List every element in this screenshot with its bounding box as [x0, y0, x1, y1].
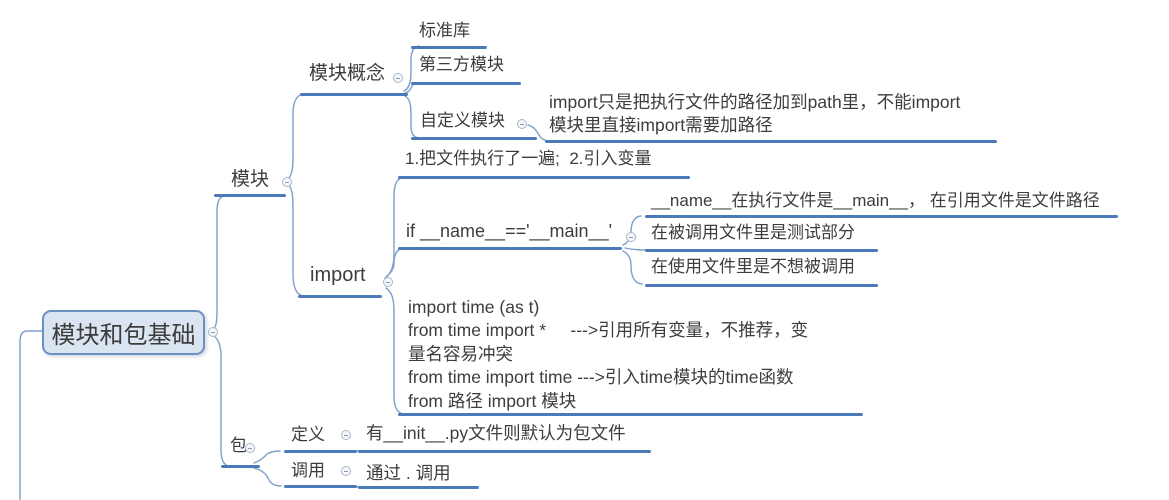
topic-module-concept[interactable]: 模块概念 — [309, 63, 386, 84]
collapse-icon[interactable] — [626, 232, 636, 242]
collapse-icon[interactable] — [208, 327, 218, 337]
collapse-icon[interactable] — [282, 177, 292, 187]
note-import-effect-underline — [398, 176, 690, 179]
topic-root-label: 模块和包基础 — [51, 322, 196, 349]
note-import-usage-underline — [398, 413, 863, 416]
note-called-file[interactable]: 在被调用文件里是测试部分 — [651, 223, 855, 242]
topic-third-party-module[interactable]: 第三方模块 — [419, 55, 504, 74]
topic-module-concept-underline — [300, 93, 408, 96]
collapse-icon[interactable] — [383, 277, 393, 287]
topic-import-underline — [298, 295, 382, 298]
collapse-icon[interactable] — [341, 466, 351, 476]
topic-custom-module[interactable]: 自定义模块 — [420, 111, 505, 130]
note-import-usage[interactable]: import time (as t) from time import * --… — [408, 297, 809, 411]
note-custom-module-underline — [545, 140, 997, 143]
collapse-icon[interactable] — [517, 119, 527, 129]
topic-package-underline — [221, 465, 260, 468]
topic-if-main[interactable]: if __name__=='__main__' — [406, 221, 613, 241]
topic-definition-underline — [284, 450, 357, 453]
collapse-icon[interactable] — [245, 443, 255, 453]
note-package-call-underline — [358, 486, 479, 489]
note-name-in-exec-file-underline — [645, 215, 1118, 218]
note-package-definition[interactable]: 有__init__.py文件则默认为包文件 — [366, 423, 626, 443]
topic-module[interactable]: 模块 — [231, 169, 270, 190]
topic-standard-library-underline — [411, 46, 487, 49]
topic-root[interactable]: 模块和包基础 — [42, 310, 205, 355]
topic-custom-module-underline — [411, 137, 537, 140]
note-package-definition-underline — [358, 450, 651, 453]
topic-package[interactable]: 包 — [230, 436, 247, 455]
topic-import[interactable]: import — [310, 264, 366, 286]
topic-module-underline — [214, 194, 286, 197]
collapse-icon[interactable] — [393, 73, 403, 83]
topic-standard-library[interactable]: 标准库 — [419, 21, 470, 40]
note-using-file[interactable]: 在使用文件里是不想被调用 — [651, 257, 855, 276]
note-name-in-exec-file[interactable]: __name__在执行文件是__main__， 在引用文件是文件路径 — [651, 191, 1100, 210]
note-import-effect[interactable]: 1.把文件执行了一遍; 2.引入变量 — [405, 149, 652, 168]
topic-definition[interactable]: 定义 — [291, 425, 325, 444]
note-custom-module[interactable]: import只是把执行文件的路径加到path里，不能import 模块里直接im… — [549, 92, 961, 135]
note-package-call[interactable]: 通过 . 调用 — [366, 463, 451, 483]
topic-if-main-underline — [398, 247, 622, 250]
note-using-file-underline — [645, 284, 878, 287]
topic-call-underline — [284, 485, 357, 488]
collapse-icon[interactable] — [341, 430, 351, 440]
topic-third-party-module-underline — [411, 82, 521, 85]
topic-call[interactable]: 调用 — [291, 461, 325, 480]
note-called-file-underline — [645, 249, 878, 252]
